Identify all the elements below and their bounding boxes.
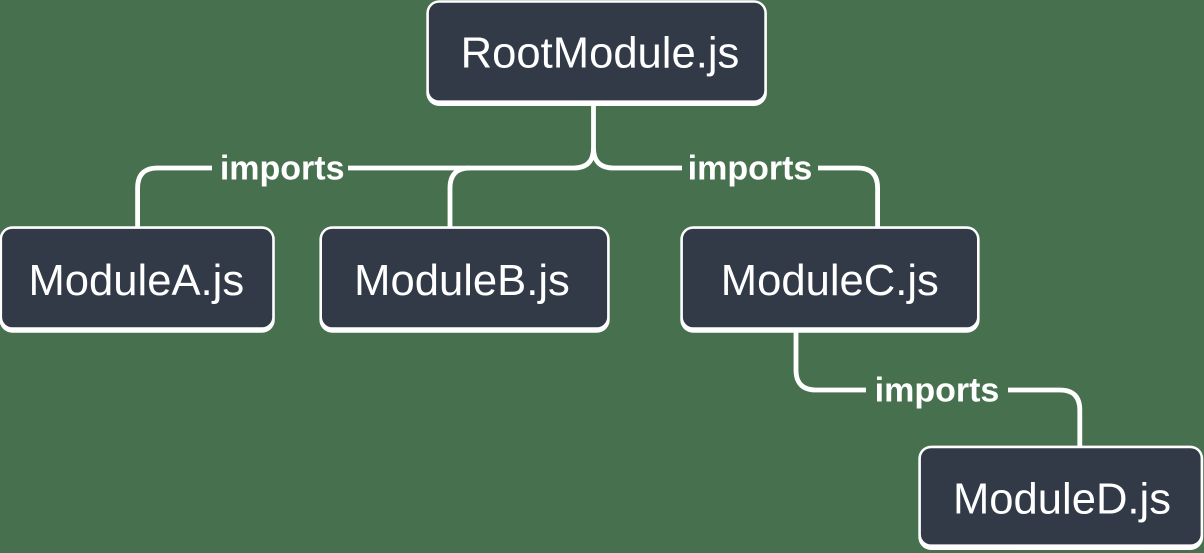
- svg-text:RootModule.js: RootModule.js: [461, 29, 740, 77]
- svg-text:imports: imports: [875, 371, 1000, 409]
- svg-text:ModuleB.js: ModuleB.js: [354, 257, 570, 305]
- svg-text:ModuleD.js: ModuleD.js: [953, 476, 1171, 524]
- svg-text:ModuleC.js: ModuleC.js: [721, 257, 939, 305]
- svg-text:imports: imports: [688, 150, 813, 188]
- svg-text:imports: imports: [220, 150, 345, 188]
- svg-text:ModuleA.js: ModuleA.js: [28, 257, 244, 305]
